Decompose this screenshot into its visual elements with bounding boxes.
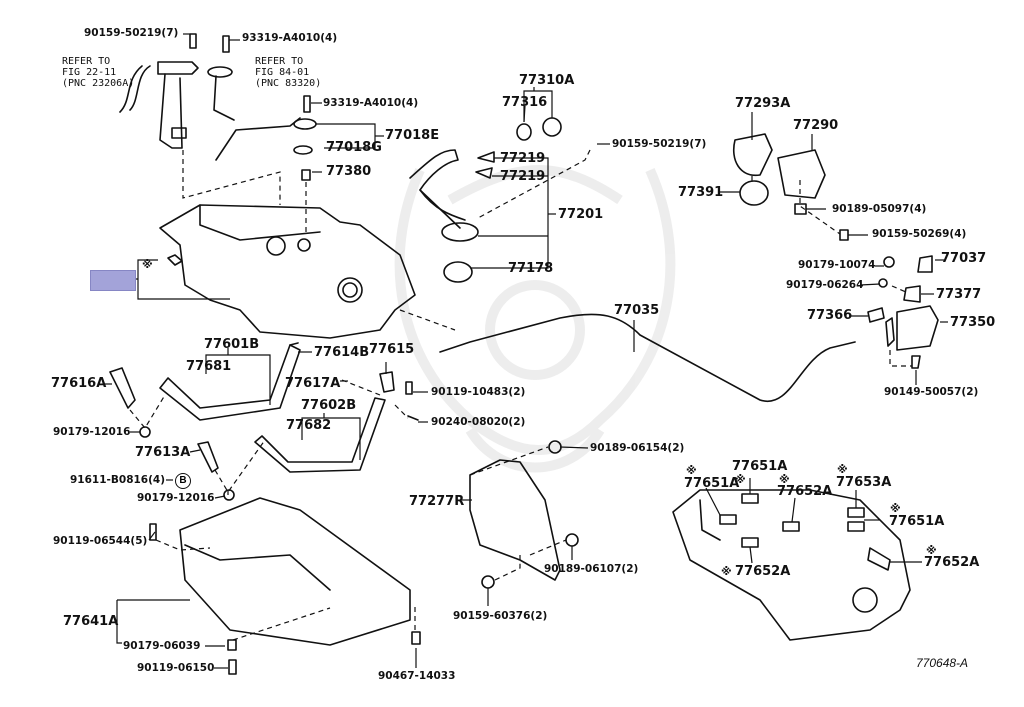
part-label-90179-06039[interactable]: 90179-06039 xyxy=(123,640,201,652)
part-label-90119-10483[interactable]: 90119-10483(2) xyxy=(431,386,526,398)
part-label-90119-06544[interactable]: 90119-06544(5) xyxy=(53,535,148,547)
refer-fuel-pump-note: REFER TO FIG 22-11 (PNC 23206A) xyxy=(62,56,134,89)
bracket xyxy=(109,367,136,409)
catalog-figure-number: 770648-A xyxy=(916,656,969,670)
part-label-77018e[interactable]: 77018E xyxy=(385,128,440,143)
part-label-90179-10074[interactable]: 90179-10074 xyxy=(798,259,876,271)
part-label-77682[interactable]: 77682 xyxy=(286,418,332,433)
filler-pipe xyxy=(409,149,479,283)
note-line: (PNC 83320) xyxy=(255,78,322,89)
part-label-77653a[interactable]: 77653A xyxy=(836,475,892,490)
part-label-77602b[interactable]: 77602B xyxy=(301,398,357,413)
bracket xyxy=(379,371,395,393)
part-label-77219[interactable]: 77219 xyxy=(500,169,546,184)
part-label-77201[interactable]: 77201 xyxy=(558,207,604,222)
part-label-77316[interactable]: 77316 xyxy=(502,95,548,110)
fuel-filler-door xyxy=(794,203,939,369)
ref-mark-icon: ※ xyxy=(735,473,746,486)
part-label-77614b[interactable]: 77614B xyxy=(314,345,370,360)
bolt xyxy=(405,381,413,395)
part-label-90189-06154[interactable]: 90189-06154(2) xyxy=(590,442,685,454)
part-label-77380[interactable]: 77380 xyxy=(326,164,372,179)
part-label-90179-12016[interactable]: 90179-12016 xyxy=(137,492,215,504)
filler-inlet-housing xyxy=(733,133,826,206)
fuel-tank xyxy=(159,204,416,339)
clip xyxy=(477,151,495,163)
ref-mark-icon: ※ xyxy=(721,565,732,578)
ref-mark-icon: ※ xyxy=(779,473,790,486)
part-label-90159-60376[interactable]: 90159-60376(2) xyxy=(453,610,548,622)
part-label-77293a[interactable]: 77293A xyxy=(735,96,791,111)
part-label-93319-a4010[interactable]: 93319-A4010(4) xyxy=(242,32,338,44)
nut xyxy=(139,426,151,438)
part-label-90159-50219[interactable]: 90159-50219(7) xyxy=(612,138,707,150)
ref-mark-icon: ※ xyxy=(837,463,848,476)
part-label-77651a[interactable]: 77651A xyxy=(684,476,740,491)
part-label-77617a[interactable]: 77617A xyxy=(285,376,341,391)
part-label-90159-50269[interactable]: 90159-50269(4) xyxy=(872,228,967,240)
part-label-77651a[interactable]: 77651A xyxy=(732,459,788,474)
part-label-90189-05097[interactable]: 90189-05097(4) xyxy=(832,203,927,215)
part-label-77290[interactable]: 77290 xyxy=(793,118,839,133)
fuel-cap xyxy=(542,117,562,137)
fuel-pump-assembly xyxy=(119,61,199,149)
part-label-90179-06264[interactable]: 90179-06264 xyxy=(786,279,864,291)
note-line: (PNC 23206A) xyxy=(62,78,135,89)
bolt xyxy=(407,415,419,421)
note-line: FIG 22-11 xyxy=(62,67,117,78)
part-label-77366[interactable]: 77366 xyxy=(807,308,853,323)
refer-gauge-note: REFER TO FIG 84-01 (PNC 83320) xyxy=(255,56,321,89)
ref-mark-icon: ※ xyxy=(142,258,153,271)
part-label-77652a[interactable]: 77652A xyxy=(735,564,791,579)
part-label-77391[interactable]: 77391 xyxy=(678,185,724,200)
part-label-77615[interactable]: 77615 xyxy=(369,342,415,357)
part-label-77652a[interactable]: 77652A xyxy=(924,555,980,570)
part-label-77601b[interactable]: 77601B xyxy=(204,337,260,352)
part-label-77350[interactable]: 77350 xyxy=(950,315,996,330)
part-label-90149-50057[interactable]: 90149-50057(2) xyxy=(884,386,979,398)
bolt xyxy=(189,33,197,49)
ref-mark-icon: ※ xyxy=(926,544,937,557)
note-line: REFER TO xyxy=(62,56,111,67)
part-label-90119-06150[interactable]: 90119-06150 xyxy=(137,662,215,674)
ref-mark-icon: ※ xyxy=(686,464,697,477)
part-label-77178[interactable]: 77178 xyxy=(508,261,554,276)
part-label-90189-06107[interactable]: 90189-06107(2) xyxy=(544,563,639,575)
part-label-77018g[interactable]: 77018G xyxy=(326,140,382,155)
part-label-77037[interactable]: 77037 xyxy=(941,251,987,266)
part-label-90240-08020[interactable]: 90240-08020(2) xyxy=(431,416,526,428)
highlighted-part-marker[interactable] xyxy=(90,270,136,291)
note-line: FIG 84-01 xyxy=(255,67,310,78)
part-label-77377[interactable]: 77377 xyxy=(936,287,982,302)
part-label-77277r[interactable]: 77277R xyxy=(409,494,465,509)
part-label-77310a[interactable]: 77310A xyxy=(519,73,575,88)
part-label-77641a[interactable]: 77641A xyxy=(63,614,119,629)
part-label-77613a[interactable]: 77613A xyxy=(135,445,191,460)
nut xyxy=(223,489,235,501)
part-label-90467-14033[interactable]: 90467-14033 xyxy=(378,670,456,682)
bolt xyxy=(222,35,230,53)
part-label-91611-b0816[interactable]: 91611-B0816(4) xyxy=(70,474,166,486)
bolt xyxy=(303,95,311,113)
fuel-tank-band-rear xyxy=(254,397,386,473)
part-label-77616a[interactable]: 77616A xyxy=(51,376,107,391)
part-label-77652a[interactable]: 77652A xyxy=(777,484,833,499)
part-label-90179-12016[interactable]: 90179-12016 xyxy=(53,426,131,438)
part-label-77651a[interactable]: 77651A xyxy=(889,514,945,529)
fuel-door-release-cable xyxy=(439,313,856,403)
cap-seal xyxy=(516,123,532,141)
fuel-tank-with-insulator-pads xyxy=(672,489,911,641)
b-marker-icon: B xyxy=(175,473,191,489)
fuel-tank-band-front xyxy=(159,342,301,421)
part-label-93319-a4010[interactable]: 93319-A4010(4) xyxy=(323,97,419,109)
clip xyxy=(475,167,493,179)
note-line: REFER TO xyxy=(255,56,304,67)
part-label-77219[interactable]: 77219 xyxy=(500,151,546,166)
part-label-77035[interactable]: 77035 xyxy=(614,303,660,318)
part-label-77681[interactable]: 77681 xyxy=(186,359,232,374)
part-label-90159-50219[interactable]: 90159-50219(7) xyxy=(84,27,179,39)
bracket xyxy=(197,441,219,473)
ref-mark-icon: ※ xyxy=(890,502,901,515)
